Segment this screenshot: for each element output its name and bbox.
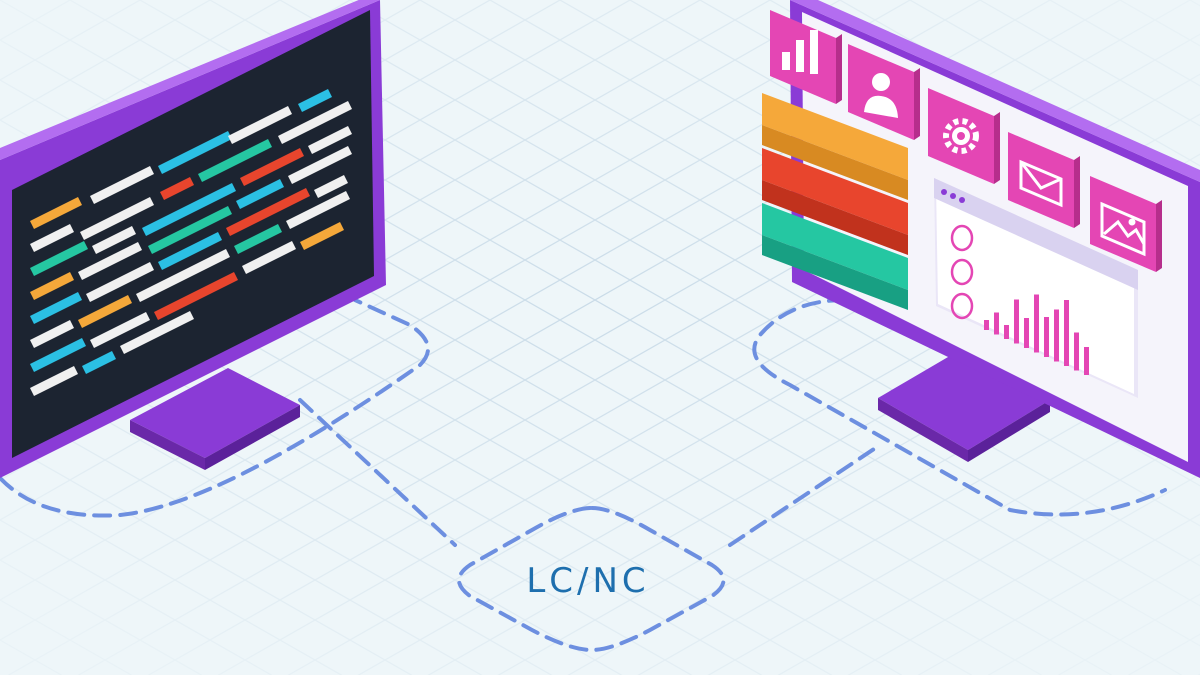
- code-line: [299, 221, 345, 251]
- code-line: [285, 190, 351, 230]
- panel-bar: [1074, 332, 1079, 371]
- code-line: [91, 225, 137, 255]
- radio-circle: [950, 224, 974, 252]
- code-line: [81, 350, 117, 375]
- panel-bar: [984, 320, 989, 330]
- code-line: [29, 223, 75, 253]
- right-stand-base: [878, 350, 1050, 450]
- code-line: [29, 337, 87, 373]
- code-line: [141, 182, 237, 237]
- code-line: [89, 311, 151, 349]
- code-line: [277, 100, 353, 145]
- panel-bar: [1004, 325, 1009, 339]
- window-dot: [941, 189, 947, 195]
- code-line: [153, 271, 239, 321]
- code-line: [29, 271, 75, 301]
- code-line: [77, 294, 133, 329]
- panel-bar: [1084, 347, 1089, 375]
- code-line: [313, 174, 349, 199]
- window-dot: [959, 197, 965, 203]
- code-line: [119, 310, 195, 355]
- lcnc-label: LC/NC: [526, 561, 650, 601]
- code-line: [89, 165, 155, 205]
- code-line: [159, 176, 195, 201]
- code-lines: [29, 88, 353, 397]
- teal-block: [762, 203, 908, 310]
- code-line: [157, 231, 223, 271]
- code-line: [79, 196, 155, 241]
- pink-bar-chart: [984, 294, 1089, 375]
- panel-bar: [1054, 309, 1059, 362]
- left-monitor-screen: [12, 10, 374, 458]
- dashboard-panel: [934, 178, 1138, 398]
- code-line: [147, 205, 233, 255]
- code-line: [225, 187, 311, 237]
- code-line: [135, 248, 231, 303]
- radio-circle: [950, 292, 974, 320]
- panel-bar: [1064, 300, 1069, 366]
- color-blocks: [762, 93, 908, 310]
- lcnc-node-outline: [457, 505, 726, 653]
- code-line: [77, 241, 143, 281]
- icon-tiles: [770, 10, 1162, 272]
- code-line: [233, 223, 283, 255]
- image-icon: [1090, 176, 1162, 272]
- panel-bar: [1034, 294, 1039, 353]
- code-editor-monitor: [0, 0, 386, 478]
- user-icon: [848, 44, 920, 140]
- code-line: [235, 178, 285, 210]
- code-line: [29, 319, 75, 349]
- code-line: [29, 291, 83, 325]
- left-stand-base: [130, 368, 300, 458]
- code-line: [29, 196, 83, 230]
- code-line: [307, 125, 353, 155]
- code-line: [157, 130, 233, 175]
- code-line: [197, 138, 273, 183]
- code-line: [29, 240, 89, 277]
- code-line: [297, 88, 333, 113]
- code-line: [29, 365, 79, 397]
- visual-builder-monitor: [762, 0, 1200, 478]
- code-line: [287, 145, 353, 185]
- dashed-connectors: [0, 298, 1167, 653]
- radio-circle: [950, 258, 974, 286]
- panel-bar: [1024, 318, 1029, 348]
- gear-icon: [928, 88, 1000, 184]
- panel-bar: [1044, 317, 1049, 357]
- code-line: [227, 105, 293, 145]
- window-dot: [950, 193, 956, 199]
- bar-chart-icon: [770, 10, 842, 104]
- code-line: [85, 261, 155, 303]
- orange-block: [762, 93, 908, 200]
- panel-bar: [994, 312, 999, 335]
- envelope-icon: [1008, 132, 1080, 228]
- code-line: [239, 147, 305, 187]
- red-block: [762, 148, 908, 255]
- code-line: [241, 240, 297, 275]
- panel-bar: [1014, 299, 1019, 344]
